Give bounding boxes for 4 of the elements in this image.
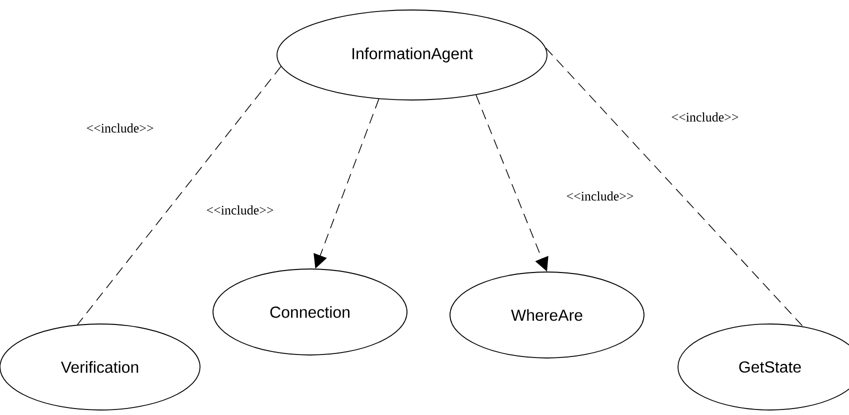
edge-label: <<include>> <box>85 122 155 134</box>
edge-label: <<include>> <box>670 111 740 123</box>
edge-label: <<include>> <box>565 190 635 202</box>
edge-label: <<include>> <box>205 204 275 216</box>
